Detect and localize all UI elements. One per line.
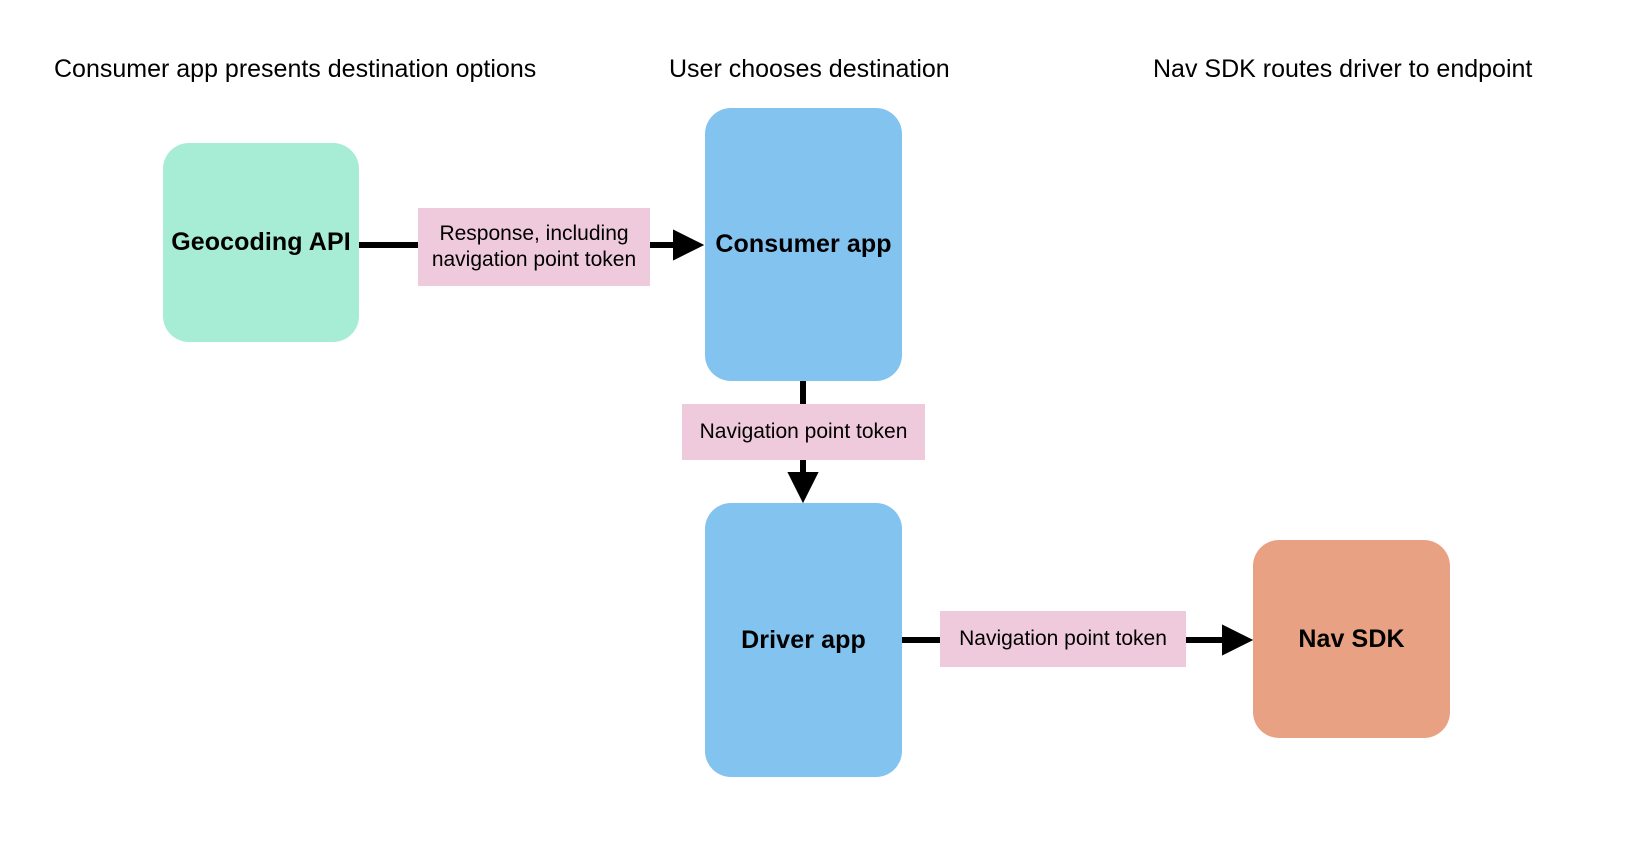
node-geocoding-api[interactable]: Geocoding API: [163, 143, 359, 342]
column-header-nav-sdk-routes: Nav SDK routes driver to endpoint: [1153, 55, 1533, 83]
node-nav-sdk[interactable]: Nav SDK: [1253, 540, 1450, 738]
edge-label-navigation-point-token-consumer-driver: Navigation point token: [682, 404, 925, 460]
node-consumer-app-label: Consumer app: [715, 230, 892, 258]
node-nav-sdk-label: Nav SDK: [1298, 624, 1405, 653]
edge-label-navigation-point-token-driver-navsdk: Navigation point token: [940, 611, 1186, 667]
node-driver-app[interactable]: Driver app: [705, 503, 902, 777]
node-geocoding-api-label: Geocoding API: [171, 228, 351, 256]
edge-label-consumer-driver-text: Navigation point token: [699, 420, 908, 443]
edge-label-response-including-navigation-point-token: Response, including navigation point tok…: [418, 208, 650, 286]
edge-label-driver-navsdk-text: Navigation point token: [959, 627, 1167, 650]
column-header-user-chooses: User chooses destination: [669, 55, 950, 83]
node-driver-app-label: Driver app: [741, 625, 866, 654]
edge-label-response-text: Response, including navigation point tok…: [431, 222, 637, 271]
node-consumer-app[interactable]: Consumer app: [705, 108, 902, 381]
column-header-consumer-app: Consumer app presents destination option…: [54, 55, 537, 83]
